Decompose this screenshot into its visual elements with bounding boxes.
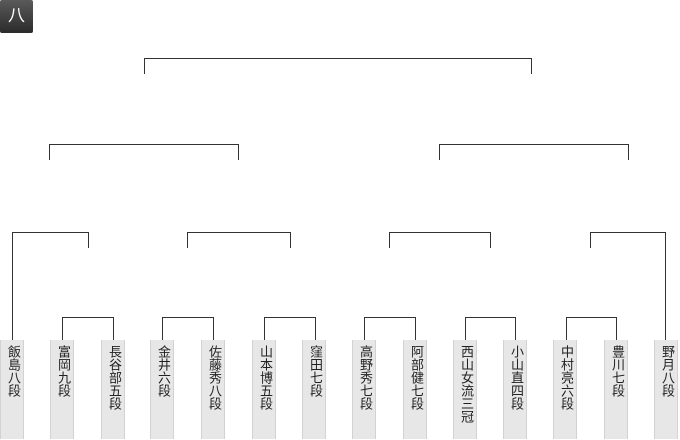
bracket-line-r1-3 — [264, 317, 316, 340]
player-name: 高野秀七段 — [357, 345, 372, 410]
player-name: 阿部健七段 — [408, 345, 423, 410]
player-name: 飯島八段 — [5, 345, 20, 397]
player-name: 富岡九段 — [55, 345, 70, 397]
bracket-line-qf-1 — [12, 232, 89, 340]
group-label-badge: 八 — [0, 0, 33, 33]
player-slot-3[interactable]: 長谷部五段 — [101, 340, 125, 439]
player-slot-6[interactable]: 山本博五段 — [252, 340, 276, 439]
player-name: 窪田七段 — [307, 345, 322, 397]
player-slot-10[interactable]: 西山女流三冠 — [453, 340, 477, 439]
player-name: 山本博五段 — [257, 345, 272, 410]
bracket-line-r1-5 — [465, 317, 516, 340]
player-slot-11[interactable]: 小山直四段 — [503, 340, 527, 439]
player-name: 西山女流三冠 — [458, 345, 473, 423]
bracket-line-r1-6 — [566, 317, 617, 340]
bracket-line-semifinal-right — [439, 144, 629, 160]
player-name: 佐藤秀八段 — [206, 345, 221, 410]
player-slot-4[interactable]: 金井六段 — [150, 340, 174, 439]
player-slot-5[interactable]: 佐藤秀八段 — [201, 340, 225, 439]
player-slot-8[interactable]: 高野秀七段 — [352, 340, 376, 439]
player-slot-2[interactable]: 富岡九段 — [50, 340, 74, 439]
player-slot-12[interactable]: 中村亮六段 — [553, 340, 577, 439]
player-slot-13[interactable]: 豊川七段 — [604, 340, 628, 439]
bracket-line-r1-2 — [162, 317, 214, 340]
player-slot-1[interactable]: 飯島八段 — [0, 340, 24, 439]
player-name: 野月八段 — [659, 345, 674, 397]
player-slot-9[interactable]: 阿部健七段 — [403, 340, 427, 439]
player-name: 長谷部五段 — [106, 345, 121, 410]
bracket-line-qf-3 — [389, 232, 491, 248]
bracket-line-qf-4 — [590, 232, 666, 340]
player-name: 中村亮六段 — [558, 345, 573, 410]
bracket-line-qf-2 — [187, 232, 291, 248]
player-slot-14[interactable]: 野月八段 — [654, 340, 678, 439]
player-name: 豊川七段 — [609, 345, 624, 397]
player-slot-7[interactable]: 窪田七段 — [302, 340, 326, 439]
bracket-line-final — [144, 58, 532, 74]
bracket-line-r1-4 — [364, 317, 416, 340]
bracket-line-semifinal-left — [49, 144, 239, 160]
bracket-line-r1-1 — [62, 317, 114, 340]
player-name: 金井六段 — [155, 345, 170, 397]
player-name: 小山直四段 — [508, 345, 523, 410]
